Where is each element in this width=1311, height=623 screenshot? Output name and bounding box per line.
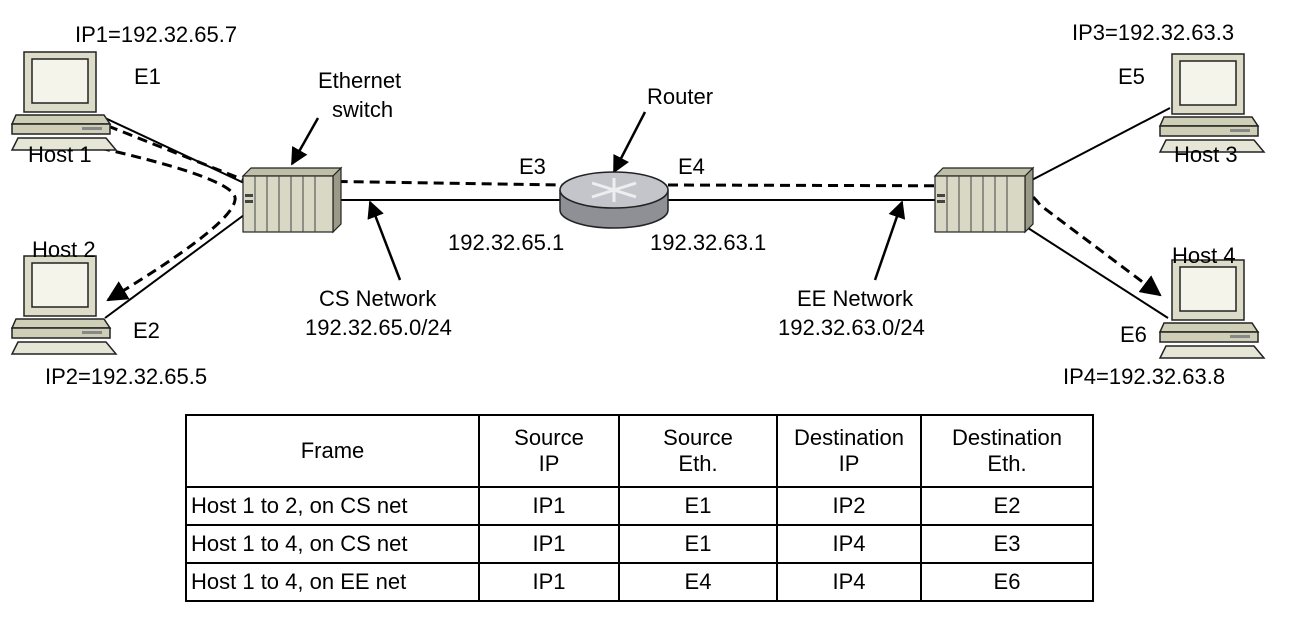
header-destination-ip-line1: Destination xyxy=(793,425,905,450)
network-diagram: IP1=192.32.65.7 E1 Host 1 Host 2 E2 IP2=… xyxy=(11,20,1265,389)
switch-label-line2: switch xyxy=(332,97,393,122)
header-source-eth: Source Eth. xyxy=(618,414,778,488)
ee-network-name: EE Network xyxy=(797,286,914,311)
pointer-arrows xyxy=(290,111,906,281)
row-source-ip: IP1 xyxy=(478,524,620,564)
header-source-ip-line1: Source xyxy=(514,425,584,450)
ee-ethernet-switch-icon[interactable] xyxy=(934,167,1034,233)
row-destination-ip: IP4 xyxy=(776,562,922,602)
table-row: Host 1 to 2, on CS net IP1 E1 IP2 E2 xyxy=(185,486,1094,526)
host4-eth-label: E6 xyxy=(1120,322,1147,347)
router-right-ip-label: 192.32.63.1 xyxy=(650,230,766,255)
row-destination-eth: E2 xyxy=(920,486,1094,526)
host1-computer-icon[interactable] xyxy=(11,51,117,151)
header-destination-ip: Destination IP xyxy=(776,414,922,488)
row-destination-eth: E3 xyxy=(920,524,1094,564)
row-frame: Host 1 to 4, on CS net xyxy=(185,524,480,564)
cs-network-prefix: 192.32.65.0/24 xyxy=(305,315,452,340)
router-label: Router xyxy=(647,84,713,109)
host4-label: Host 4 xyxy=(1172,243,1236,268)
row-source-eth: E1 xyxy=(618,524,778,564)
host1-label: Host 1 xyxy=(28,142,92,167)
host3-ip-label: IP3=192.32.63.3 xyxy=(1072,20,1234,45)
frame-path-host1-to-host2 xyxy=(99,146,237,302)
row-destination-ip: IP2 xyxy=(776,486,922,526)
host3-label: Host 3 xyxy=(1174,142,1238,167)
link-switch2-host4 xyxy=(1027,227,1169,319)
router-left-eth-label: E3 xyxy=(519,154,546,179)
host2-computer-icon[interactable] xyxy=(11,255,117,355)
link-host2-switch xyxy=(104,214,245,319)
router-right-eth-label: E4 xyxy=(678,154,705,179)
cs-ethernet-switch-icon[interactable] xyxy=(242,167,342,233)
row-source-eth: E1 xyxy=(618,486,778,526)
host4-computer-icon[interactable] xyxy=(1159,259,1265,359)
row-frame: Host 1 to 2, on CS net xyxy=(185,486,480,526)
header-destination-eth: Destination Eth. xyxy=(920,414,1094,488)
host3-eth-label: E5 xyxy=(1118,64,1145,89)
pointer-switch xyxy=(290,117,320,166)
header-source-eth-line2: Eth. xyxy=(678,451,718,476)
router-icon[interactable] xyxy=(559,171,669,229)
host3-computer-icon[interactable] xyxy=(1159,53,1265,153)
host1-ip-label: IP1=192.32.65.7 xyxy=(75,22,237,47)
pointer-router xyxy=(612,111,647,174)
host2-ip-label: IP2=192.32.65.5 xyxy=(45,364,207,389)
link-switch2-host3 xyxy=(1027,107,1171,183)
header-frame: Frame xyxy=(185,414,480,488)
header-source-ip: Source IP xyxy=(478,414,620,488)
host1-eth-label: E1 xyxy=(134,64,161,89)
cs-network-name: CS Network xyxy=(319,286,437,311)
row-source-ip: IP1 xyxy=(478,562,620,602)
host2-eth-label: E2 xyxy=(133,318,160,343)
table-header-row: Frame Source IP Source Eth. Destination … xyxy=(185,414,1094,488)
header-frame-line1: Frame xyxy=(300,438,365,463)
switch-label-line1: Ethernet xyxy=(318,68,401,93)
table-row: Host 1 to 4, on CS net IP1 E1 IP4 E3 xyxy=(185,524,1094,564)
host4-ip-label: IP4=192.32.63.8 xyxy=(1063,364,1225,389)
row-destination-ip: IP4 xyxy=(776,524,922,564)
router-left-ip-label: 192.32.65.1 xyxy=(448,230,564,255)
header-destination-ip-line2: IP xyxy=(838,451,860,476)
host2-label: Host 2 xyxy=(32,237,96,262)
row-source-ip: IP1 xyxy=(478,486,620,526)
frame-address-table: Frame Source IP Source Eth. Destination … xyxy=(185,414,1094,602)
header-source-ip-line2: IP xyxy=(538,451,560,476)
pointer-cs-network xyxy=(367,200,402,281)
header-destination-eth-line2: Eth. xyxy=(987,451,1027,476)
table-row: Host 1 to 4, on EE net IP1 E4 IP4 E6 xyxy=(185,562,1094,602)
pointer-ee-network xyxy=(873,200,906,281)
header-source-eth-line1: Source xyxy=(663,425,733,450)
link-host1-switch xyxy=(104,117,245,184)
row-destination-eth: E6 xyxy=(920,562,1094,602)
ee-network-prefix: 192.32.63.0/24 xyxy=(778,315,925,340)
row-frame: Host 1 to 4, on EE net xyxy=(185,562,480,602)
row-source-eth: E4 xyxy=(618,562,778,602)
header-destination-eth-line1: Destination xyxy=(951,425,1063,450)
